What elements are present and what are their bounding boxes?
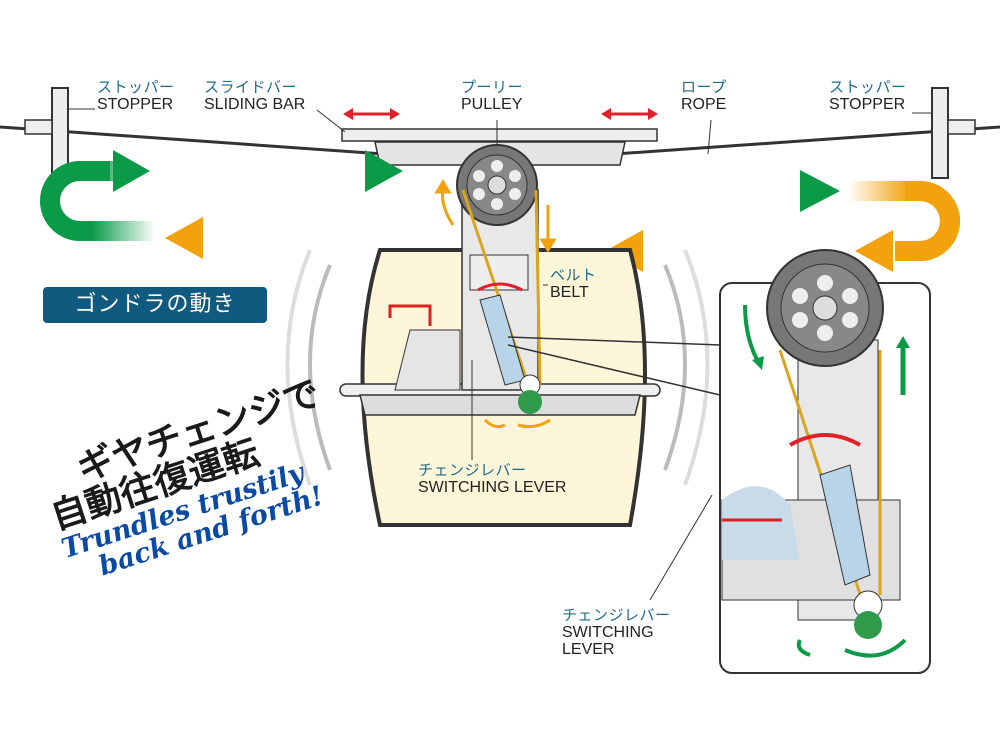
slide-arrow-right [601,108,658,120]
belt-jp: ベルト [550,266,597,284]
swing-lines [285,249,710,486]
rope-jp: ロープ [681,78,727,96]
movement-arrow-orange-left [165,217,410,259]
pulley [456,144,538,226]
switching-lever-jp: チェンジレバー [418,461,527,479]
rope-label: ロープ ROPE [681,79,727,113]
stopper-left-jp: ストッパー [97,78,175,96]
belt-en: BELT [550,283,589,301]
pulley-en: PULLEY [461,95,523,113]
lever-swing-arrow [477,282,523,292]
switching-lever-label: チェンジレバー SWITCHING LEVER [418,462,566,496]
switching-lever [479,294,541,396]
switching-lever-detail-en2: LEVER [562,641,615,659]
movement-arrow-green-right [595,170,840,212]
switching-lever-detail-en1: SWITCHING [562,623,654,641]
sliding-bar [316,109,658,166]
gear [518,390,542,414]
stopper-right-en: STOPPER [829,95,906,113]
stopper-right-label: ストッパー STOPPER [829,79,907,113]
sliding-bar-label: スライドバー SLIDING BAR [204,79,305,113]
switching-lever-detail-jp: チェンジレバー [562,606,671,624]
switching-lever-detail-label: チェンジレバー SWITCHING LEVER [562,607,671,659]
stopper-left-en: STOPPER [97,95,174,113]
slide-arrow-left [343,108,400,120]
stopper-right-jp: ストッパー [829,78,907,96]
stopper-left-label: ストッパー STOPPER [97,79,175,113]
stopper-left [24,87,95,179]
leader-lines [471,119,721,601]
pulley-rotation-arrows [434,179,557,429]
switching-lever-en: SWITCHING LEVER [418,478,567,496]
pulley-jp: プーリー [461,78,524,96]
sliding-bar-jp: スライドバー [204,78,298,96]
movement-arrow-green-left-loop [40,150,403,241]
sliding-bar-en: SLIDING BAR [204,95,306,113]
stopper-right [912,87,976,179]
pulley-label: プーリー PULLEY [461,79,523,113]
movement-arrow-orange-right-loop [605,181,960,272]
detail-inset [719,249,931,674]
belt-label: ベルト BELT [550,267,597,301]
rope-en: ROPE [681,95,727,113]
gondola-movement-badge: ゴンドラの動き [43,287,267,323]
